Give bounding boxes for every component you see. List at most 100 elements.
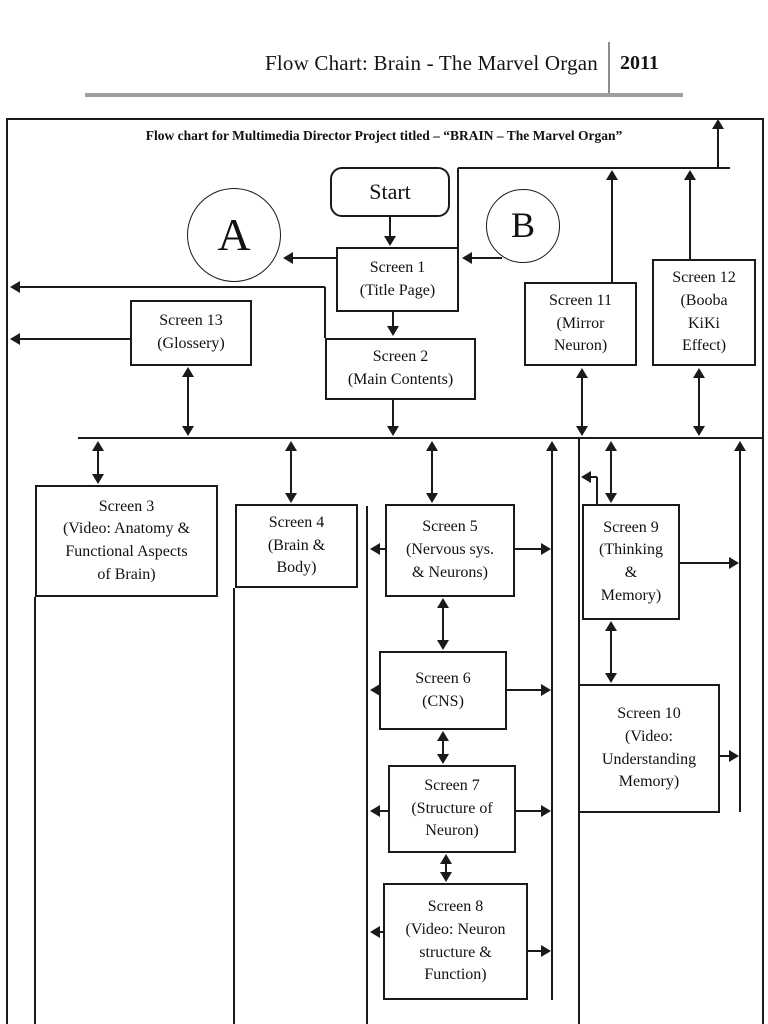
arrowhead-right xyxy=(541,805,551,817)
flowchart-caption: Flow chart for Multimedia Director Proje… xyxy=(145,128,623,143)
node-screen-5: Screen 5 (Nervous sys. & Neurons) xyxy=(385,504,515,597)
node-screen-4: Screen 4 (Brain & Body) xyxy=(235,504,358,588)
arrowhead-down xyxy=(92,474,104,484)
node-label: Screen 13 (Glossery) xyxy=(157,312,225,352)
arrowhead-down xyxy=(605,493,617,503)
arrowhead-right xyxy=(541,684,551,696)
arrowhead-up xyxy=(734,441,746,451)
flow-line xyxy=(431,443,433,501)
node-label: Screen 10 (Video: Understanding Memory) xyxy=(601,705,697,791)
arrowhead-left xyxy=(283,252,293,264)
arrowhead-down xyxy=(605,673,617,683)
flow-line xyxy=(610,443,612,501)
flow-line xyxy=(14,286,325,288)
node-label: Screen 9 (Thinking & Memory) xyxy=(599,518,663,604)
node-label: Screen 2 (Main Contents) xyxy=(347,348,454,388)
node-label: Screen 5 (Nervous sys. & Neurons) xyxy=(406,518,494,581)
node-screen-6: Screen 6 (CNS) xyxy=(379,651,507,730)
flow-line xyxy=(389,217,391,243)
flow-line xyxy=(233,588,235,1024)
arrowhead-up xyxy=(605,621,617,631)
node-connector-a: A xyxy=(187,188,281,282)
arrowhead-left xyxy=(10,281,20,293)
flow-line xyxy=(324,287,326,338)
flow-line xyxy=(97,443,99,482)
arrowhead-left xyxy=(462,252,472,264)
arrowhead-left xyxy=(581,471,591,483)
node-screen-12: Screen 12 (Booba KiKi Effect) xyxy=(652,259,756,366)
flow-line xyxy=(515,548,548,550)
arrowhead-left xyxy=(10,333,20,345)
node-screen-1: Screen 1 (Title Page) xyxy=(336,247,459,312)
arrowhead-down xyxy=(576,426,588,436)
arrowhead-up xyxy=(426,441,438,451)
flow-line xyxy=(78,437,762,439)
node-label: Start xyxy=(369,178,411,204)
flow-line xyxy=(720,755,736,757)
flow-line xyxy=(445,856,447,880)
arrowhead-up xyxy=(684,170,696,180)
arrowhead-down xyxy=(285,493,297,503)
flow-line xyxy=(14,338,130,340)
arrowhead-left xyxy=(370,926,380,938)
arrowhead-up xyxy=(92,441,104,451)
title-divider xyxy=(608,42,610,94)
flow-line xyxy=(739,443,741,812)
flow-line xyxy=(581,370,583,434)
node-screen-9: Screen 9 (Thinking & Memory) xyxy=(582,504,680,620)
flow-line xyxy=(458,167,730,169)
node-label: Screen 12 (Booba KiKi Effect) xyxy=(672,269,736,355)
node-screen-7: Screen 7 (Structure of Neuron) xyxy=(388,765,516,853)
node-label: Screen 11 (Mirror Neuron) xyxy=(549,291,612,355)
flow-line xyxy=(372,810,388,812)
flow-line xyxy=(457,168,459,247)
node-label: Screen 1 (Title Page) xyxy=(359,258,436,299)
arrowhead-right xyxy=(729,557,739,569)
flow-line xyxy=(442,733,444,762)
flow-line xyxy=(611,173,613,282)
arrowhead-down xyxy=(182,426,194,436)
node-screen-2: Screen 2 (Main Contents) xyxy=(325,338,476,400)
node-screen-13: Screen 13 (Glossery) xyxy=(130,300,252,366)
page-title: Flow Chart: Brain - The Marvel Organ xyxy=(264,51,598,75)
flow-line xyxy=(507,689,548,691)
flow-line xyxy=(187,370,189,434)
flow-line xyxy=(528,950,548,952)
node-screen-8: Screen 8 (Video: Neuron structure & Func… xyxy=(383,883,528,1000)
node-screen-11: Screen 11 (Mirror Neuron) xyxy=(524,282,637,366)
node-label: Screen 3 (Video: Anatomy & Functional As… xyxy=(62,497,191,583)
arrowhead-right xyxy=(541,543,551,555)
arrowhead-up xyxy=(437,598,449,608)
arrowhead-down xyxy=(387,426,399,436)
arrowhead-right xyxy=(729,750,739,762)
flowchart-border xyxy=(6,118,764,1024)
flow-line xyxy=(610,623,612,681)
year-label: 2011 xyxy=(620,52,659,74)
arrowhead-down xyxy=(693,426,705,436)
flow-line xyxy=(689,173,691,259)
flow-line xyxy=(468,257,502,259)
arrowhead-left xyxy=(370,805,380,817)
title-underline-rule xyxy=(85,93,683,97)
arrowhead-up xyxy=(285,441,297,451)
flow-line xyxy=(366,506,368,1024)
flow-line xyxy=(516,810,548,812)
node-label: Screen 7 (Structure of Neuron) xyxy=(411,776,493,840)
arrowhead-down xyxy=(437,640,449,650)
node-label: Screen 8 (Video: Neuron structure & Func… xyxy=(405,898,506,984)
arrowhead-up xyxy=(606,170,618,180)
arrowhead-down xyxy=(426,493,438,503)
flow-line xyxy=(290,443,292,501)
flow-line xyxy=(34,597,36,1024)
flow-line xyxy=(717,126,719,168)
arrowhead-up xyxy=(440,854,452,864)
node-label: B xyxy=(510,205,535,246)
flow-line xyxy=(698,370,700,434)
arrowhead-down xyxy=(440,872,452,882)
arrowhead-up xyxy=(546,441,558,451)
node-start: Start xyxy=(330,167,450,217)
flow-line xyxy=(392,400,394,434)
flow-line xyxy=(442,600,444,648)
flow-line xyxy=(392,312,394,333)
